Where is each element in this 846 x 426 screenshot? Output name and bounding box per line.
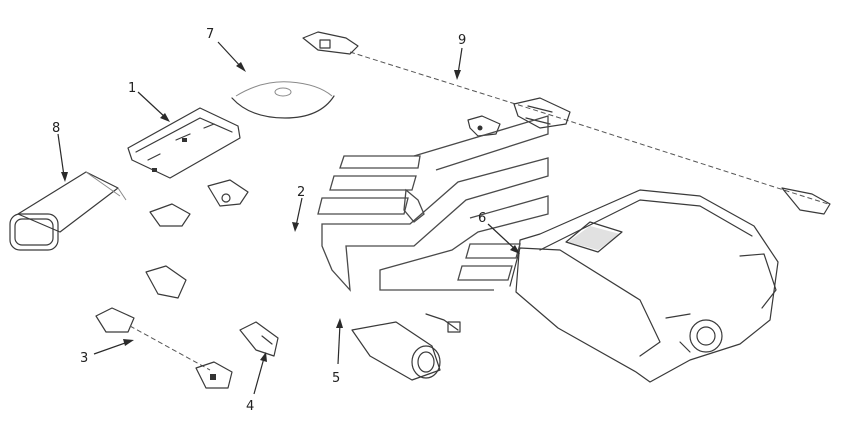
callout-8-label: 8 <box>52 121 60 136</box>
callout-4-label: 4 <box>246 399 254 414</box>
callout-7-label: 7 <box>206 27 214 42</box>
part-7-disc <box>231 81 335 119</box>
callout-1-group: 1 <box>128 81 170 122</box>
part-4-clip <box>239 321 279 357</box>
part-9-axle-assembly <box>302 31 831 215</box>
callout-6-group: 6 <box>478 211 520 254</box>
part-8-tube <box>9 171 127 251</box>
callout-1-label: 1 <box>128 81 136 96</box>
callout-5-group: 5 <box>332 318 343 386</box>
part-5-connector <box>351 313 461 381</box>
callout-8-group: 8 <box>52 121 68 182</box>
callout-2-group: 2 <box>292 185 305 232</box>
chevron-logo <box>317 115 549 292</box>
callout-5-label: 5 <box>332 371 340 386</box>
callout-9-label: 9 <box>458 33 466 48</box>
small-connectors <box>145 179 249 299</box>
callout-3-group: 3 <box>80 339 134 366</box>
part-1-bracket <box>127 107 241 179</box>
callout-3-label: 3 <box>80 351 88 366</box>
part-3-cable <box>95 307 233 389</box>
callout-6-label: 6 <box>478 211 486 226</box>
callout-2-label: 2 <box>297 185 305 200</box>
callout-7-group: 7 <box>206 27 246 72</box>
callout-4-group: 4 <box>246 352 267 414</box>
part-6-housing <box>509 189 779 383</box>
callout-9-group: 9 <box>454 33 466 80</box>
